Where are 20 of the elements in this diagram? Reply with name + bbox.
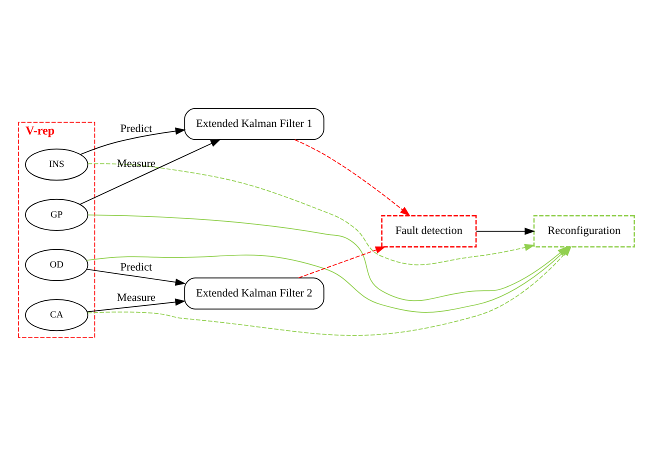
arrow bbox=[86, 268, 186, 286]
arrow bbox=[86, 298, 186, 312]
node-ellipse: OD bbox=[25, 248, 88, 280]
arrow bbox=[476, 227, 536, 234]
node-box: Extended Kalman Filter 2 bbox=[184, 277, 324, 310]
arrow bbox=[80, 127, 186, 154]
arrow bbox=[294, 138, 410, 216]
edge-label: Measure bbox=[116, 157, 156, 170]
node-ellipse: GP bbox=[25, 198, 88, 230]
edge-label: Predict bbox=[120, 122, 152, 135]
node-ellipse: INS bbox=[25, 148, 88, 180]
node-box: Reconfiguration bbox=[533, 214, 635, 247]
node-box: Extended Kalman Filter 1 bbox=[184, 108, 324, 140]
node-box: Fault detection bbox=[381, 214, 477, 247]
node-ellipse: CA bbox=[25, 298, 88, 331]
arrow bbox=[80, 138, 221, 204]
edge-label: Predict bbox=[120, 261, 152, 274]
edge-label: Measure bbox=[116, 291, 156, 304]
arrow bbox=[298, 246, 386, 278]
arrow bbox=[87, 162, 536, 265]
